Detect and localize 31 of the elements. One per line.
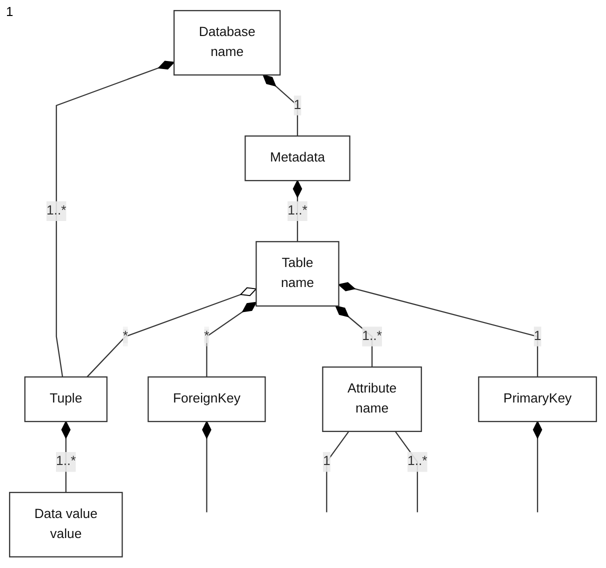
connector	[532, 421, 542, 513]
edge-label: *	[204, 329, 210, 344]
edge-label: 1	[534, 329, 542, 344]
connector	[202, 421, 212, 513]
connector	[394, 431, 418, 513]
node-box: Metadata	[244, 136, 350, 182]
connector	[338, 282, 538, 378]
edge-label: *	[122, 329, 128, 344]
connector	[61, 421, 71, 493]
multiplicity-label: 1	[6, 4, 14, 19]
connector	[326, 431, 350, 513]
connector	[56, 61, 175, 378]
node-box: ForeignKey	[148, 376, 266, 422]
edge-label: 1..*	[408, 454, 428, 469]
connector	[206, 302, 257, 378]
node-box: Table name	[256, 241, 340, 307]
edge-label: 1	[294, 98, 302, 112]
node-box: Database name	[173, 10, 281, 76]
edge-label: 1	[322, 454, 330, 469]
node-box: PrimaryKey	[478, 376, 597, 422]
connector	[292, 180, 302, 242]
connector	[335, 306, 373, 368]
node-box: Data value value	[9, 492, 123, 558]
node-box: Attribute name	[322, 366, 422, 432]
node-box: Tuple	[24, 376, 108, 422]
edge-label: 1..*	[288, 204, 308, 218]
connector	[86, 288, 257, 378]
edge-label: 1..*	[362, 329, 382, 344]
connector	[262, 74, 298, 136]
edge-label: 1..*	[46, 204, 66, 218]
edge-label: 1..*	[56, 454, 76, 469]
